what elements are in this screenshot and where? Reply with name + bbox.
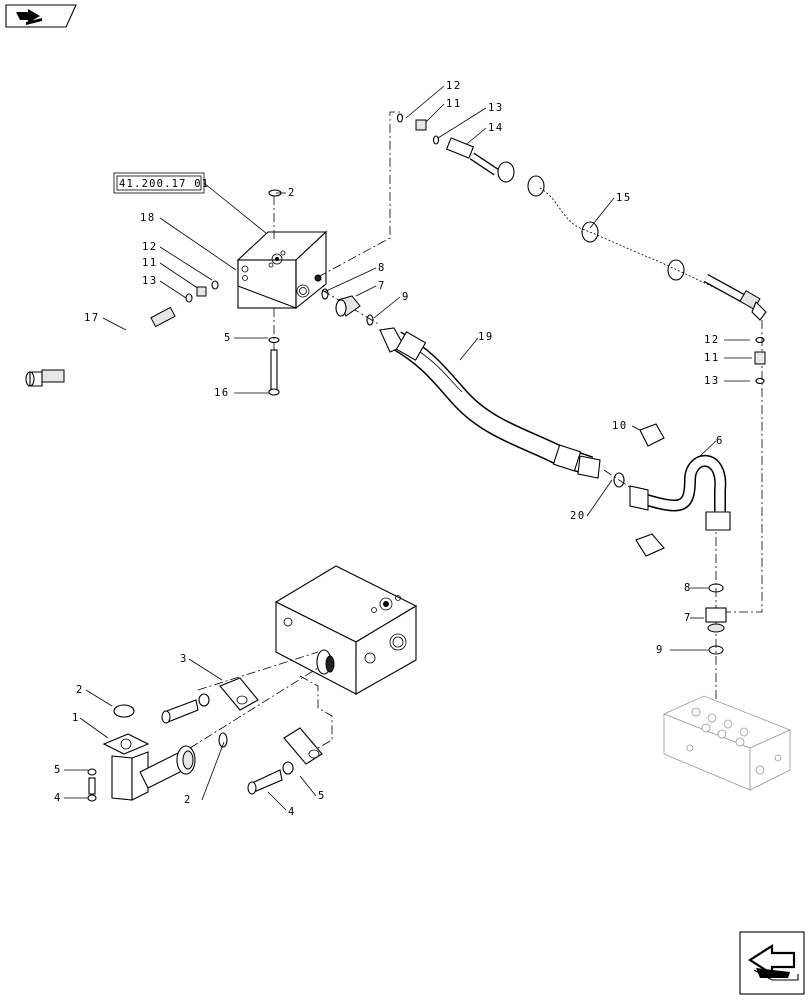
centerline-hose19: [321, 289, 381, 326]
callout-19[interactable]: 19: [478, 331, 494, 343]
screw-washer-upper: [161, 693, 210, 724]
callout-15[interactable]: 15: [616, 192, 632, 204]
lower-valve-block: [274, 565, 418, 695]
hose-19: [379, 327, 601, 479]
callout-7-upper[interactable]: 7: [378, 280, 386, 292]
fitting-7-lower: [705, 583, 727, 655]
callout-9-upper[interactable]: 9: [402, 291, 410, 303]
callout-5-left[interactable]: 5: [54, 764, 62, 776]
callout-13-top[interactable]: 13: [488, 102, 504, 114]
callout-11-left[interactable]: 11: [142, 257, 158, 269]
callout-13-right[interactable]: 13: [704, 375, 720, 387]
fitting-group-upper-left: [185, 280, 219, 303]
callout-10[interactable]: 10: [612, 420, 628, 432]
hose-14: [396, 113, 767, 321]
reference-label: 41.200.17 01: [119, 178, 209, 190]
o-ring-2-lower-left: [113, 704, 135, 718]
reference-box[interactable]: 41.200.17 01: [113, 172, 273, 239]
pipe-6: [629, 423, 731, 557]
hose-17: [25, 304, 178, 387]
callout-2-top[interactable]: 2: [288, 187, 296, 199]
callout-7-lower[interactable]: 7: [684, 612, 692, 624]
centerline-to-top: [317, 111, 400, 278]
o-ring-20: [613, 472, 625, 488]
callout-4-left[interactable]: 4: [54, 792, 62, 804]
callout-2-left[interactable]: 2: [76, 684, 84, 696]
callout-16[interactable]: 16: [214, 387, 230, 399]
callout-8-lower[interactable]: 8: [684, 582, 692, 594]
callout-14[interactable]: 14: [488, 122, 504, 134]
o-ring-2-lower: [218, 732, 228, 748]
centerline-hose15: [539, 187, 761, 311]
centerline-lower-1: [197, 651, 319, 691]
callout-17[interactable]: 17: [84, 312, 100, 324]
fitting-7-upper: [321, 288, 374, 326]
callout-3[interactable]: 3: [180, 653, 188, 665]
leader-lines: [64, 85, 752, 811]
callout-18[interactable]: 18: [140, 212, 156, 224]
centerline-lower-2: [189, 667, 319, 749]
elbow-block-1: [102, 733, 196, 801]
flange-half-lower: [283, 727, 323, 765]
callout-12-right[interactable]: 12: [704, 334, 720, 346]
bolt-16: [268, 336, 280, 396]
callout-11-right[interactable]: 11: [704, 352, 720, 364]
callout-4-bottom[interactable]: 4: [288, 806, 296, 818]
callout-5-bottom[interactable]: 5: [318, 790, 326, 802]
callout-12-left[interactable]: 12: [142, 241, 158, 253]
flange-half-3: [219, 677, 259, 711]
callout-13-left[interactable]: 13: [142, 275, 158, 287]
centerline-right-vertical: [722, 320, 763, 613]
centerline-lower-3: [299, 675, 333, 749]
screw-4-left: [87, 768, 97, 802]
o-ring-2-top: [268, 189, 282, 197]
callout-8-upper[interactable]: 8: [378, 262, 386, 274]
next-page-arrow-icon[interactable]: [739, 931, 805, 995]
upper-valve-block: [236, 230, 328, 310]
callout-11-top[interactable]: 11: [446, 98, 462, 110]
callout-2-bottom[interactable]: 2: [184, 794, 192, 806]
callout-5-upper[interactable]: 5: [224, 332, 232, 344]
callout-12-top[interactable]: 12: [446, 80, 462, 92]
callout-6[interactable]: 6: [716, 435, 724, 447]
fitting-group-right: [754, 336, 766, 385]
callout-1[interactable]: 1: [72, 712, 80, 724]
book-arrow-icon[interactable]: [5, 4, 77, 28]
control-valve-bank: [662, 695, 792, 791]
screw-washer-lower: [247, 761, 294, 795]
callout-20[interactable]: 20: [570, 510, 586, 522]
callout-9-lower[interactable]: 9: [656, 644, 664, 656]
